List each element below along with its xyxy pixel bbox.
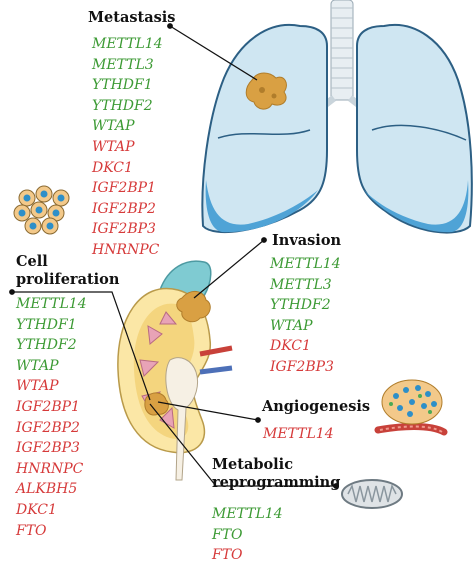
gene-item: YTHDF1 <box>92 77 153 94</box>
invasion-title: Invasion <box>272 232 342 249</box>
angiogenesis-gene-list: METTL14 <box>263 424 334 445</box>
gene-item: ALKBH5 <box>16 481 78 498</box>
gene-item: IGF2BP2 <box>92 200 156 217</box>
gene-item: YTHDF2 <box>92 97 153 114</box>
gene-item: DKC1 <box>92 159 133 176</box>
lungs-illustration <box>201 0 473 234</box>
gene-item: HNRNPC <box>16 460 84 477</box>
cell-proliferation-title-line1: Cell <box>16 253 48 270</box>
gene-item: HNRNPC <box>92 241 160 258</box>
gene-item: DKC1 <box>16 501 57 518</box>
connector-lines <box>9 23 339 489</box>
gene-item: FTO <box>16 522 47 539</box>
cell-cluster-illustration <box>13 185 70 235</box>
gene-item: WTAP <box>16 357 59 374</box>
kidney-illustration <box>117 260 233 481</box>
gene-item: IGF2BP1 <box>16 398 80 415</box>
metabolic-reprogramming-title-line1: Metabolic <box>212 456 294 473</box>
metabolic-reprogramming-title-line2: reprogramming <box>212 474 341 491</box>
gene-item: YTHDF1 <box>16 316 77 333</box>
gene-item: METTL14 <box>263 426 334 442</box>
gene-item: IGF2BP3 <box>92 221 156 238</box>
gene-item: IGF2BP3 <box>16 440 80 457</box>
gene-item: IGF2BP2 <box>16 419 80 436</box>
gene-item: FTO <box>212 547 243 564</box>
metastasis-title: Metastasis <box>88 9 176 26</box>
gene-item: METTL3 <box>92 56 154 73</box>
gene-item: YTHDF2 <box>270 297 331 314</box>
gene-item: FTO <box>212 526 243 543</box>
mitochondrion-illustration <box>341 479 403 509</box>
gene-item: WTAP <box>92 118 135 135</box>
angiogenesis-illustration <box>374 379 448 436</box>
angiogenesis-title: Angiogenesis <box>262 398 371 415</box>
gene-item: METTL3 <box>270 276 332 293</box>
gene-item: WTAP <box>270 317 313 334</box>
gene-item: METTL14 <box>212 506 283 522</box>
gene-item: WTAP <box>92 138 135 155</box>
gene-item: YTHDF2 <box>16 337 77 354</box>
gene-item: IGF2BP3 <box>270 358 334 375</box>
gene-item: IGF2BP1 <box>92 180 156 197</box>
cell-proliferation-title-line2: proliferation <box>16 271 120 288</box>
gene-item: WTAP <box>16 378 59 395</box>
gene-item: DKC1 <box>270 338 311 355</box>
gene-item: METTL14 <box>270 256 341 272</box>
gene-item: METTL14 <box>16 296 87 312</box>
gene-item: METTL14 <box>92 36 163 52</box>
